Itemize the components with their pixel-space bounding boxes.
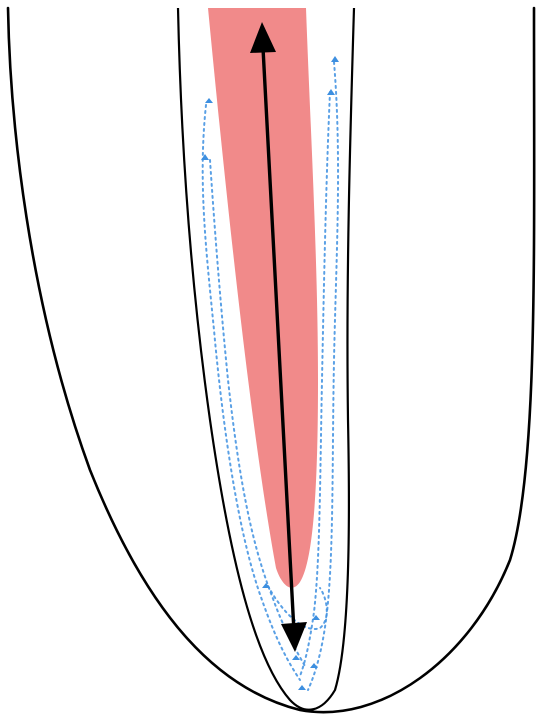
root-canal-irrigation-diagram xyxy=(0,0,540,719)
